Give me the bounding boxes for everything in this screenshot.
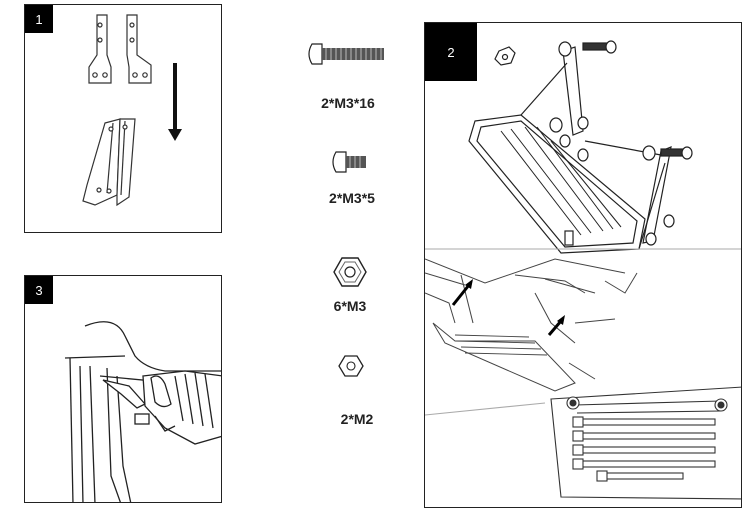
small-nut-icon [338, 355, 364, 377]
step-1-illustration [82, 14, 182, 207]
tray-assembly-icon [468, 40, 693, 254]
printer-mount-icon [425, 258, 638, 392]
bracket-right-icon [126, 14, 152, 84]
step-1-panel: 1 [24, 4, 222, 233]
step-2-panel: 2 [424, 22, 742, 508]
part-label-screw-m3x5: 2*M3*5 [329, 190, 375, 206]
part-label-nut-m3: 6*M3 [333, 298, 367, 314]
part-label-nut-m2: 2*M2 [340, 411, 374, 427]
bracket-left-icon [88, 14, 112, 84]
step-3-illustration [64, 321, 221, 502]
part-label-bolt-m3x16: 2*M3*16 [321, 95, 375, 111]
step-3-badge: 3 [25, 276, 53, 304]
down-arrow-icon [168, 63, 182, 141]
short-screw-icon [332, 151, 366, 173]
bolt-icon [308, 43, 384, 65]
nut-icon [333, 257, 367, 287]
tray-closeup-icon [425, 386, 741, 500]
rivet-gun-icon [84, 321, 221, 372]
step-2-badge: 2 [425, 23, 477, 81]
step-1-badge: 1 [25, 5, 53, 33]
step-3-panel: 3 [24, 275, 222, 503]
step-2-illustration [425, 40, 741, 500]
